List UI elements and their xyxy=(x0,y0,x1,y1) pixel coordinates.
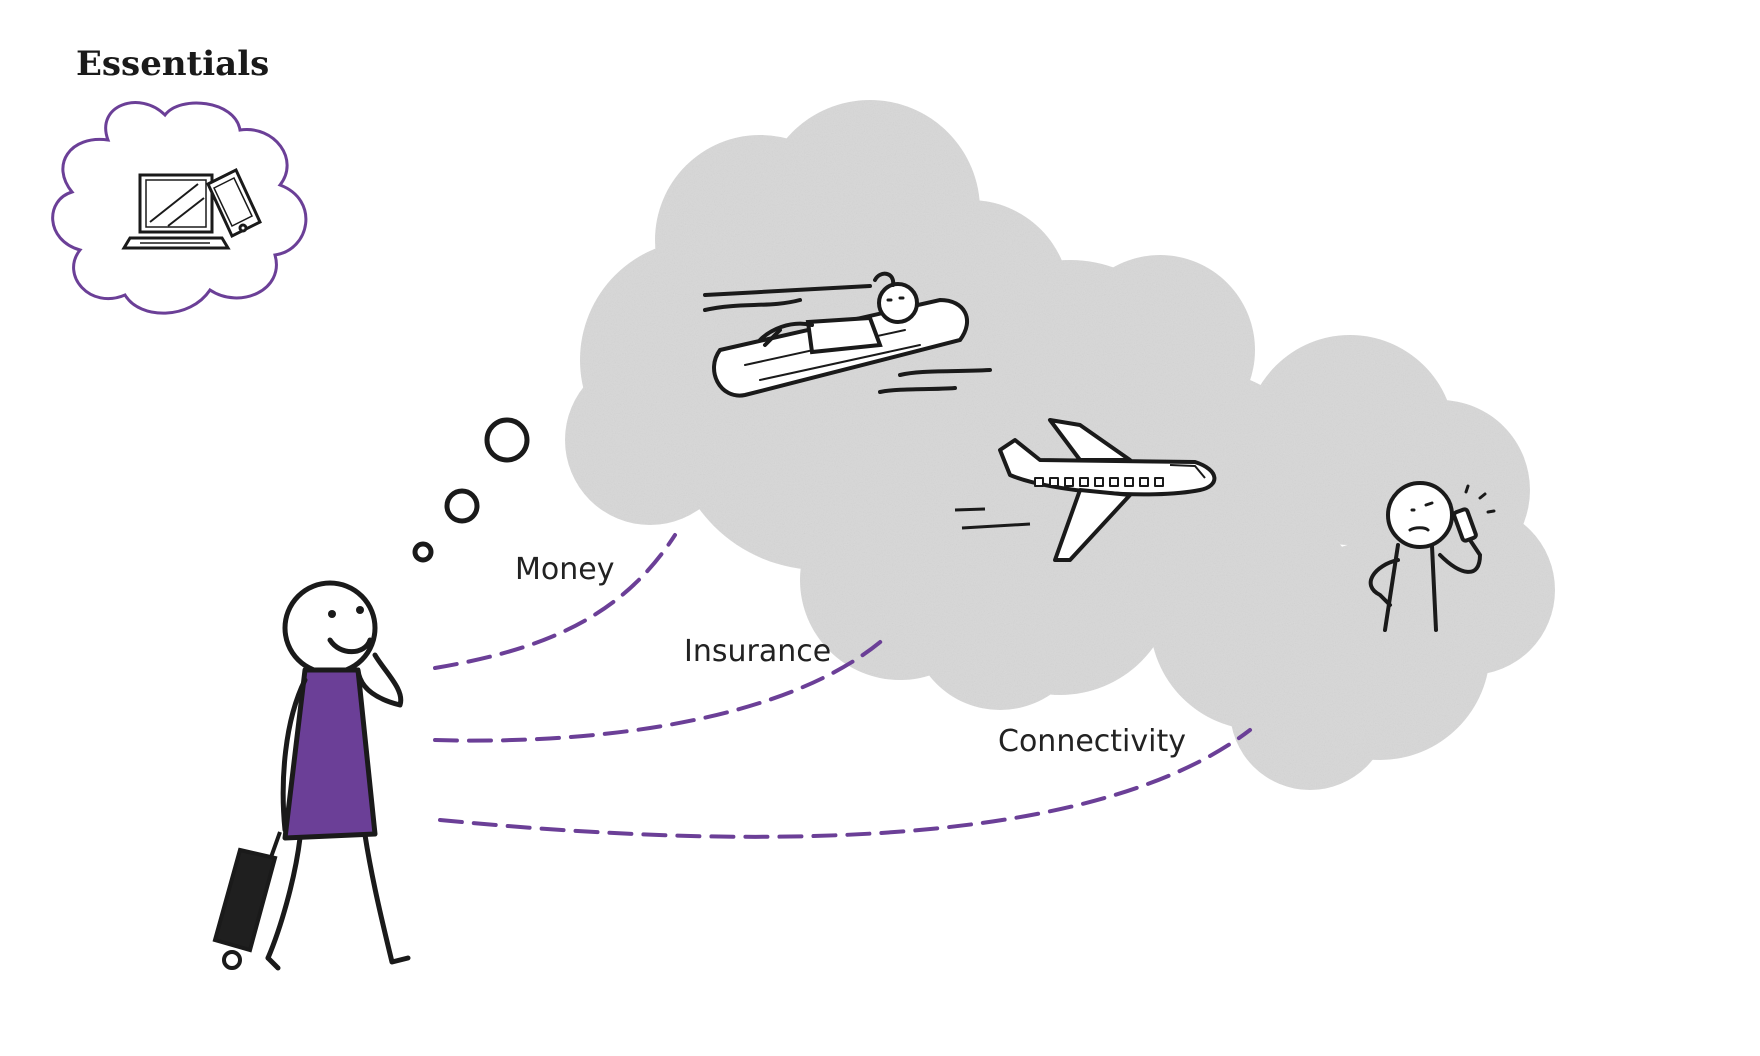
connector-money xyxy=(433,533,677,670)
label-money: Money xyxy=(515,552,615,587)
suitcase-icon xyxy=(212,831,282,970)
phone-call-person-icon xyxy=(1368,481,1496,632)
float-person-icon xyxy=(703,271,992,398)
connector-insurance xyxy=(433,636,887,743)
plane-icon xyxy=(954,418,1217,562)
page-title: Essentials xyxy=(76,44,270,84)
label-insurance: Insurance xyxy=(684,634,832,669)
big-thought-cloud xyxy=(565,100,1555,790)
label-connectivity: Connectivity xyxy=(998,724,1186,759)
laptop-icon xyxy=(121,173,231,250)
connector-connectivity xyxy=(438,728,1252,839)
dashed-connectors xyxy=(433,533,1252,839)
thought-bubbles xyxy=(412,417,530,563)
phone-icon xyxy=(206,167,262,239)
traveler-figure xyxy=(265,580,411,971)
essentials-cloud xyxy=(51,101,308,315)
